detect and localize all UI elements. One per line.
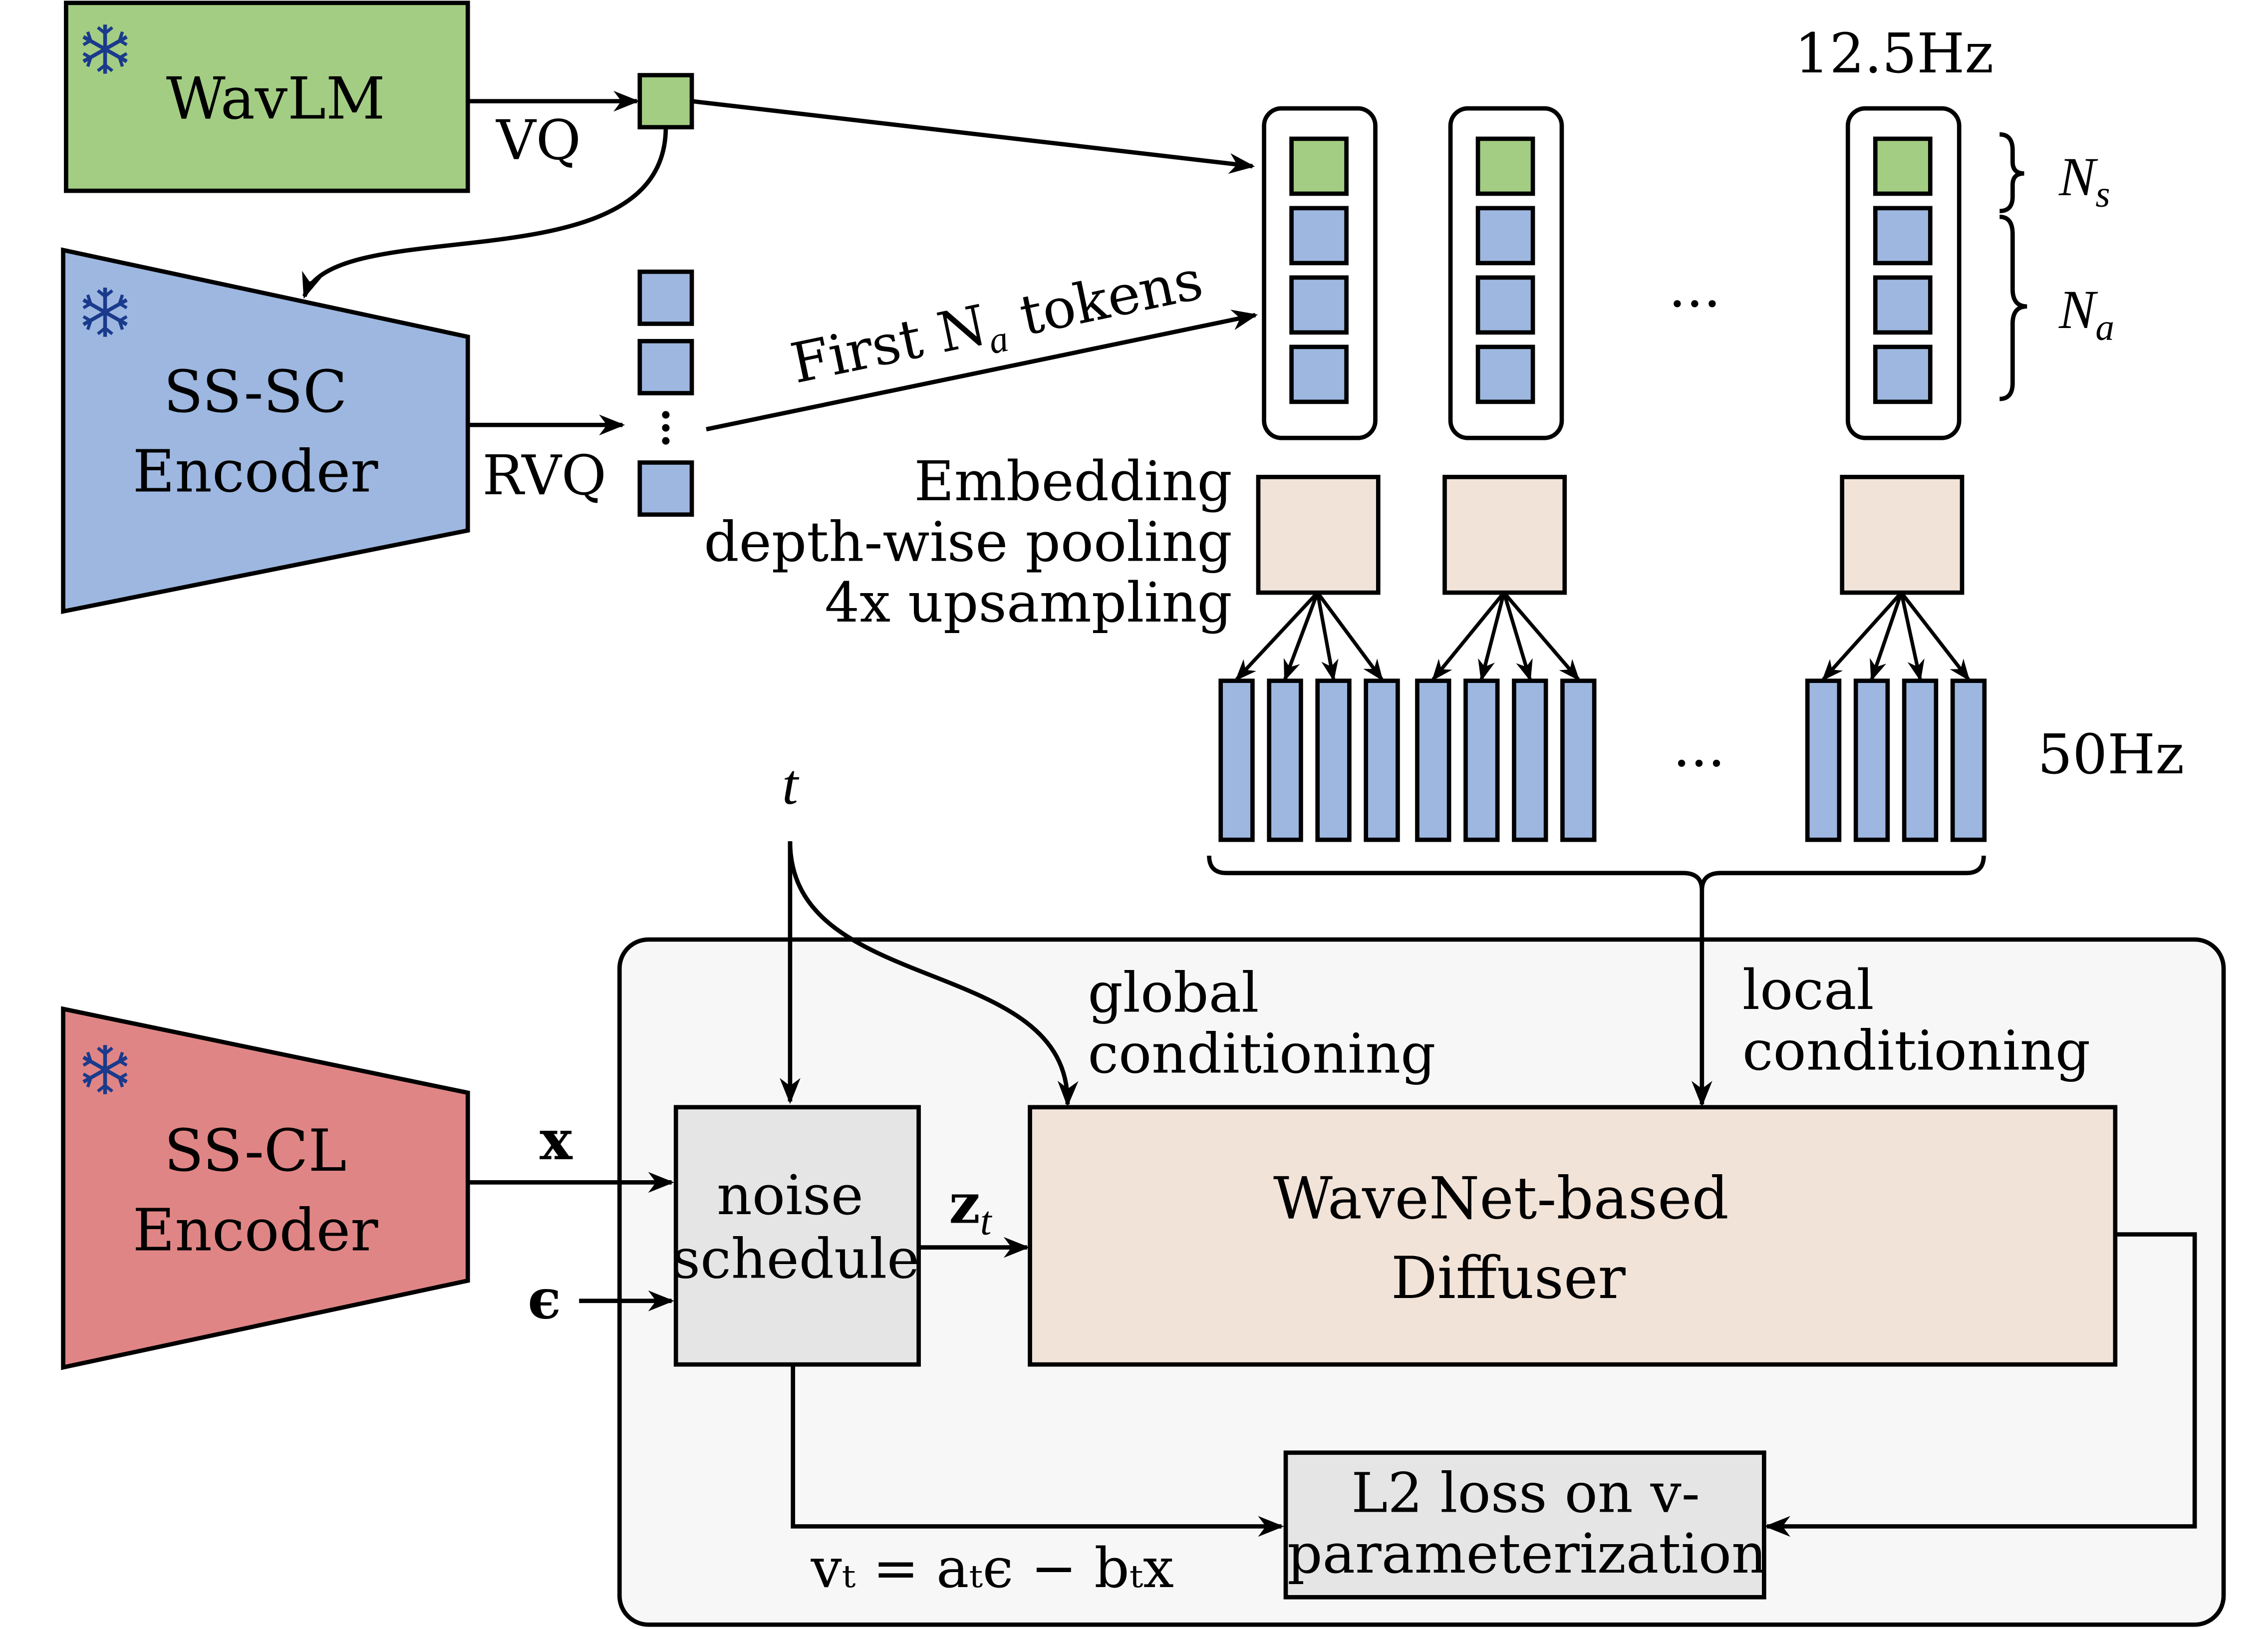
l2-loss-block [1283,1450,1766,1600]
t-label: t [782,753,800,817]
embedding-label: Embedding [914,449,1232,513]
global-label-1: global [1088,961,1259,1025]
upsample-arrow [1478,592,1506,681]
upsampled-frame [1315,678,1352,842]
upsample-arrow [1235,591,1319,681]
acoustic-token [1475,275,1535,335]
acoustic-token [1873,344,1933,404]
x-label: x [540,1108,573,1172]
upsampled-frame [1463,678,1500,842]
upsampled-frame [1364,678,1400,842]
upsample-arrow [1502,592,1533,681]
ss-sc-label-1: SS-SC [164,359,347,426]
wavlm-label: WavLM [166,65,385,132]
zt-label: zt [949,1171,992,1243]
acoustic-token [1475,206,1535,266]
acoustic-token [1289,275,1349,335]
global-label-2: conditioning [1088,1021,1435,1085]
v-target-formula: vₜ = aₜϵ − bₜx [811,1536,1174,1600]
wavenet-diffuser-block [1028,1105,2118,1367]
first-na-tokens-label: First Na tokens [786,248,1210,403]
rate-12-5hz: 12.5Hz [1794,21,1993,85]
upsampled-frame [1902,678,1939,842]
wavlm-block: WavLM [64,0,470,193]
ellipsis-frames: ... [1669,256,1721,320]
embedding-box [1840,475,1965,595]
upsampled-frame [1853,678,1890,842]
upsample-arrow [1900,591,1970,681]
upsample-arrow [1283,592,1320,681]
noise-schedule-block [673,1105,921,1367]
upsampled-frames [1218,475,1987,842]
na-label: Na [2058,279,2114,348]
acoustic-token-stack [637,269,694,517]
upsample-arrow [1870,592,1903,681]
ns-label: Ns [2058,146,2110,215]
ss-sc-encoder: SS-SC Encoder [61,247,470,615]
semantic-token [1873,136,1933,196]
semantic-token [637,73,694,130]
loss-label-1: L2 loss on v- [1351,1461,1700,1525]
ellipsis-upsampled: ... [1673,715,1725,779]
acoustic-token [1475,344,1535,404]
schedule-label: schedule [672,1227,920,1291]
upsampled-frame [1415,678,1451,842]
upsampling-label: 4x upsampling [825,571,1232,635]
semantic-token [1289,136,1349,196]
upsampled-frame [1267,678,1303,842]
embedding-box [1442,475,1567,595]
token-frames [1262,106,1962,440]
upsampled-frame [1512,678,1548,842]
ss-cl-label-1: SS-CL [164,1118,346,1185]
ss-cl-label-2: Encoder [133,1197,378,1264]
pooling-label: depth-wise pooling [704,510,1232,574]
rvq-label: RVQ [482,443,606,507]
diffuser-label-1: WaveNet-based [1273,1166,1729,1233]
ss-sc-label-2: Encoder [133,438,378,505]
upsample-arrow [1899,592,1925,682]
upsampled-frame [1805,678,1842,842]
upsample-arrow [1822,591,1903,681]
diffuser-label-2: Diffuser [1391,1245,1626,1312]
upsampled-frame [1950,678,1987,842]
upsample-arrow [1431,591,1505,681]
semantic-token [1475,136,1535,196]
acoustic-token [1289,344,1349,404]
noise-label: noise [717,1163,863,1227]
rate-50hz: 50Hz [2037,722,2184,786]
epsilon-label: ϵ [528,1267,561,1331]
acoustic-token [1289,206,1349,266]
loss-label-2: parameterization [1287,1522,1767,1586]
upsample-arrow [1316,591,1384,681]
local-label-1: local [1742,958,1874,1022]
ss-cl-encoder: SS-CL Encoder [61,1006,470,1370]
acoustic-token [1873,275,1933,335]
upsample-arrow [1502,591,1580,681]
local-label-2: conditioning [1742,1019,2090,1083]
upsampled-frame [1560,678,1597,842]
upsampled-frame [1218,678,1255,842]
vq-label: VQ [495,108,581,172]
embedding-box [1256,475,1381,595]
acoustic-token [1873,206,1933,266]
upsample-arrow [1316,592,1339,682]
